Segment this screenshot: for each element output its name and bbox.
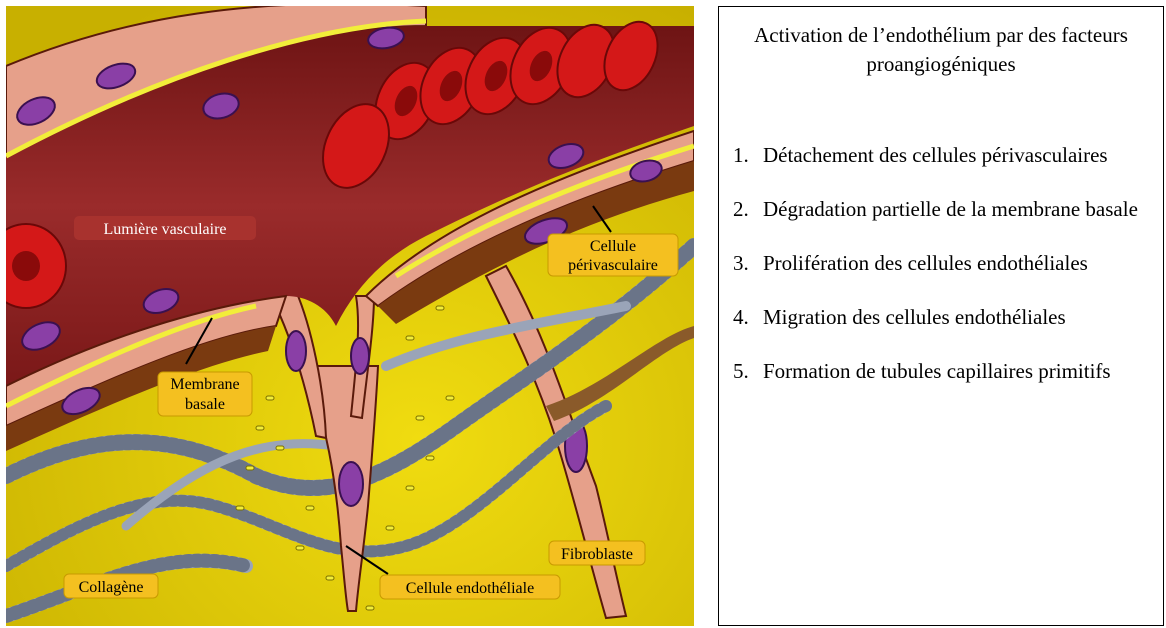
step-item: 4. Migration des cellules endothéliales <box>719 303 1163 332</box>
step-item: 5. Formation de tubules capillaires primi… <box>719 357 1163 386</box>
svg-text:Cellule endothéliale: Cellule endothéliale <box>406 580 534 597</box>
label-cellule-endotheliale: Cellule endothéliale <box>380 575 560 599</box>
svg-text:Collagène: Collagène <box>79 579 144 596</box>
step-number: 2. <box>733 195 749 224</box>
svg-text:Membrane: Membrane <box>170 376 239 393</box>
legend-panel: Activation de l’endothélium par des fact… <box>718 6 1164 626</box>
step-number: 3. <box>733 249 749 278</box>
steps-list: 1. Détachement des cellules périvasculair… <box>719 141 1163 386</box>
svg-text:périvasculaire: périvasculaire <box>568 257 658 274</box>
step-text: Prolifération des cellules endothéliales <box>763 251 1088 275</box>
illustration-svg: Lumière vasculaire Cellule périvasculair… <box>6 6 694 626</box>
svg-text:Fibroblaste: Fibroblaste <box>561 546 633 563</box>
svg-text:Lumière vasculaire: Lumière vasculaire <box>103 221 226 238</box>
step-text: Détachement des cellules périvasculaires <box>763 143 1108 167</box>
step-text: Migration des cellules endothéliales <box>763 305 1066 329</box>
sprout-nucleus <box>351 338 369 374</box>
label-fibroblaste: Fibroblaste <box>549 541 645 565</box>
step-number: 4. <box>733 303 749 332</box>
step-item: 1. Détachement des cellules périvasculair… <box>719 141 1163 170</box>
step-number: 1. <box>733 141 749 170</box>
step-text: Dégradation partielle de la membrane bas… <box>763 197 1138 221</box>
step-text: Formation de tubules capillaires primiti… <box>763 359 1111 383</box>
angiogenesis-illustration: Lumière vasculaire Cellule périvasculair… <box>6 6 694 626</box>
sprout-nucleus <box>286 331 306 371</box>
step-item: 3. Prolifération des cellules endothélial… <box>719 249 1163 278</box>
sprout-nucleus <box>339 462 363 506</box>
legend-title: Activation de l’endothélium par des fact… <box>719 21 1163 79</box>
label-membrane-basale: Membrane basale <box>158 372 252 416</box>
step-item: 2. Dégradation partielle de la membrane b… <box>719 195 1163 224</box>
label-collagene: Collagène <box>64 574 158 598</box>
label-cellule-perivasculaire: Cellule périvasculaire <box>548 234 678 276</box>
step-number: 5. <box>733 357 749 386</box>
label-lumiere-vasculaire: Lumière vasculaire <box>74 216 256 240</box>
svg-text:Cellule: Cellule <box>590 238 636 255</box>
svg-text:basale: basale <box>185 396 225 413</box>
